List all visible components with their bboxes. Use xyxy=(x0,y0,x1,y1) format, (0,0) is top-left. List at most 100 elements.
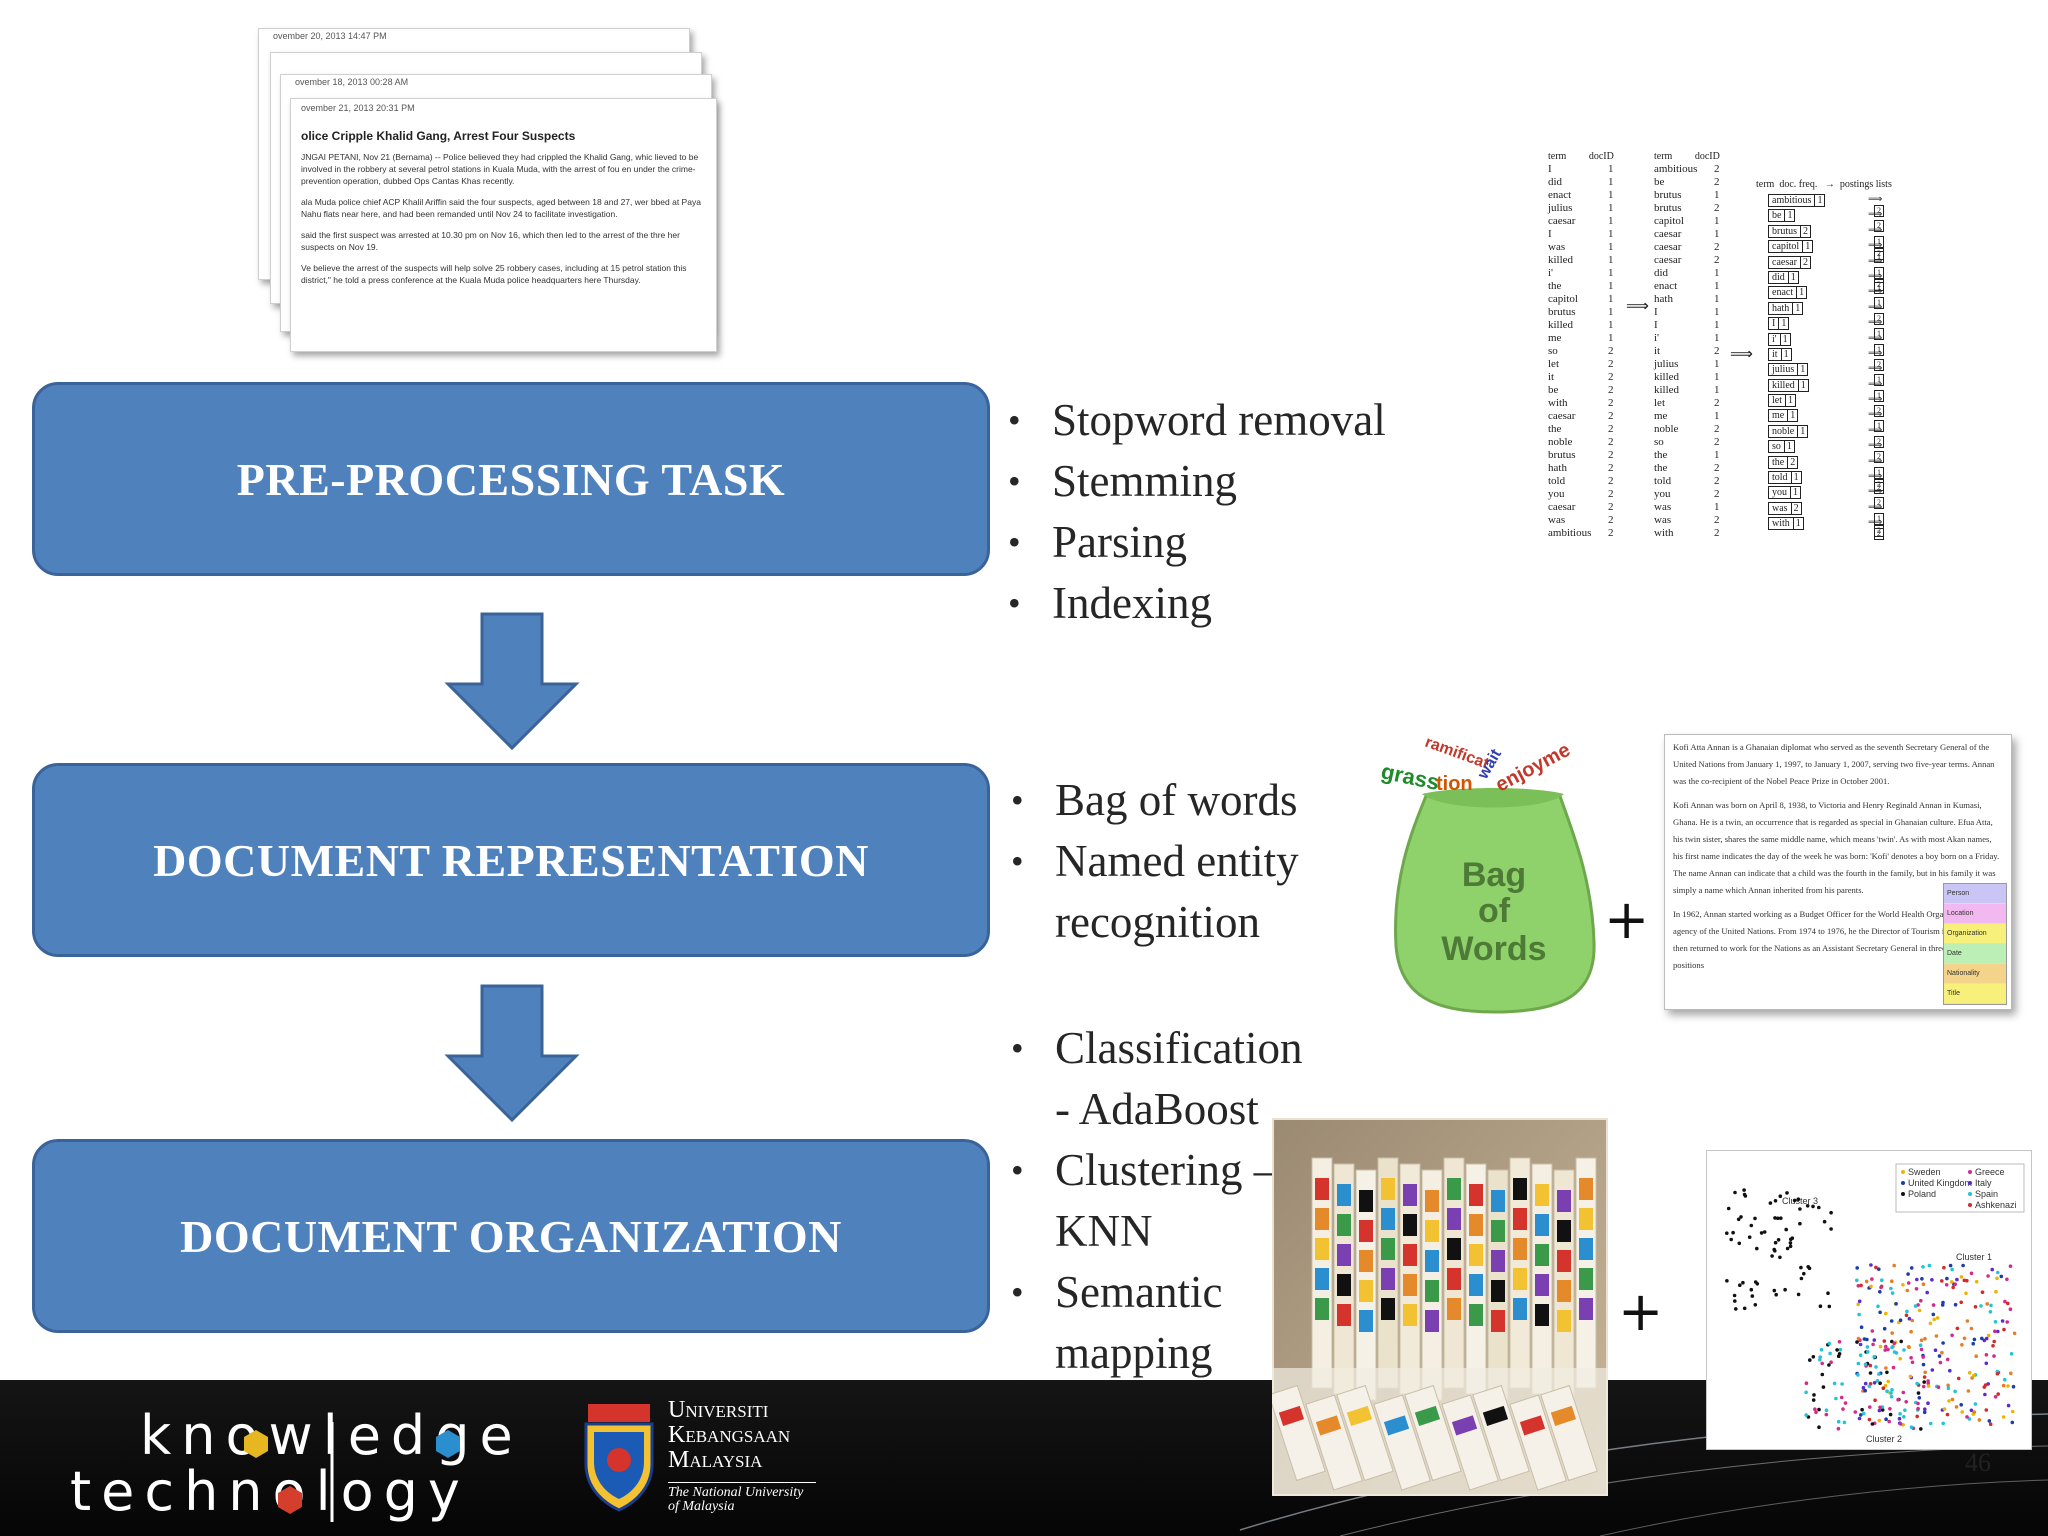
index-row: i'1 xyxy=(1548,267,1614,279)
scatter-legend-item: Ashkenazi xyxy=(1975,1200,2017,1210)
bag-of-words-icon: ramificat grass tion enjoyme wait Bag of… xyxy=(1379,734,1596,1014)
cluster-label: Cluster 3 xyxy=(1782,1196,1818,1206)
ner-document: Kofi Atta Annan is a Ghanaian diplomat w… xyxy=(1664,734,2012,1010)
plus-sign: + xyxy=(1618,1280,1664,1343)
bullet-item: Classification - AdaBoost xyxy=(1011,1018,1311,1140)
news-paragraph: Ve believe the arrest of the suspects wi… xyxy=(301,263,687,285)
news-headline: olice Cripple Khalid Gang, Arrest Four S… xyxy=(301,129,576,143)
bullet-item: Stopword removal xyxy=(1008,390,1386,451)
ner-legend-item: Person xyxy=(1944,884,2006,904)
ukm-name-line: Kebangsaan xyxy=(668,1422,791,1448)
knowledge-technology-logo: knowledge technology xyxy=(70,1408,523,1520)
ukm-subtitle: The National University of Malaysia xyxy=(668,1486,803,1514)
postings-header: term doc. freq. → postings lists xyxy=(1756,179,1892,190)
cluster-scatter-plot: Sweden United Kingdom Poland Greece Ital… xyxy=(1706,1150,2032,1450)
ner-paragraph: Kofi Annan was born on April 8, 1938, to… xyxy=(1673,800,2000,895)
bullet-item: Stemming xyxy=(1008,451,1386,512)
bullet-item: Named entity recognition xyxy=(1011,831,1331,953)
index-row: i'1 xyxy=(1654,332,1720,344)
ukm-name: Universiti Kebangsaan Malaysia xyxy=(668,1398,790,1473)
ner-legend-item: Organization xyxy=(1944,924,2006,944)
news-paragraph: ala Muda police chief ACP Khalil Ariffin… xyxy=(301,197,701,219)
cluster-label: Cluster 2 xyxy=(1866,1434,1902,1444)
logo-line: technology xyxy=(70,1460,470,1523)
bag-label: Bag xyxy=(1462,856,1526,894)
bag-label: of xyxy=(1478,892,1511,930)
down-arrow-icon xyxy=(444,612,580,751)
ukm-name-line: Malaysia xyxy=(668,1447,763,1473)
news-paragraph: said the first suspect was arrested at 1… xyxy=(301,230,680,252)
ukm-name-line: Universiti xyxy=(668,1397,769,1423)
ner-legend: Person Location Organization Date Nation… xyxy=(1943,883,2007,1005)
bullet-item: Clustering – KNN xyxy=(1011,1140,1311,1262)
scatter-legend-item: Sweden xyxy=(1908,1167,1941,1177)
ukm-subtitle-line: The National University xyxy=(668,1485,804,1500)
document-organization-box: DOCUMENT ORGANIZATION xyxy=(32,1139,990,1333)
index-arrow: ⟹ xyxy=(1730,346,1753,363)
news-article-stack: ovember 20, 2013 14:47 PM ovember 18, 20… xyxy=(258,28,738,358)
bullet-item: Indexing xyxy=(1008,573,1386,634)
news-date: ovember 21, 2013 20:31 PM xyxy=(301,103,415,113)
bag-word: enjoyme xyxy=(1492,739,1574,797)
ukm-crest-icon xyxy=(584,1404,654,1512)
cluster-label: Cluster 1 xyxy=(1956,1252,1992,1262)
ukm-divider xyxy=(668,1482,816,1483)
ner-legend-item: Location xyxy=(1944,904,2006,924)
scatter-legend-item: United Kingdom xyxy=(1908,1178,1972,1188)
logo-hexagon-icons xyxy=(244,1422,460,1522)
news-page-front: ovember 21, 2013 20:31 PM olice Cripple … xyxy=(290,98,717,352)
bag-word: tion xyxy=(1436,773,1473,795)
bullet-item: Semantic mapping xyxy=(1011,1262,1311,1384)
scatter-legend-item: Poland xyxy=(1908,1189,1936,1199)
